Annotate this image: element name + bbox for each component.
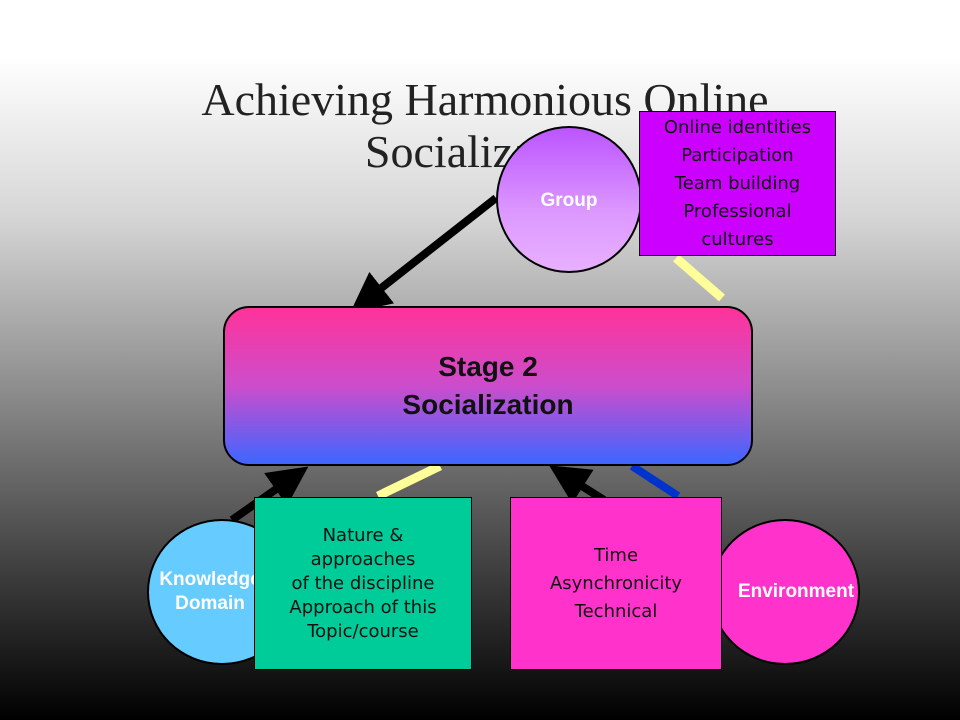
connector-environment-box [629, 462, 681, 500]
environment-label: Environment [737, 581, 855, 602]
stage-2-node: Stage 2 Socialization [223, 306, 753, 466]
group-label: Group [540, 189, 598, 211]
environment-node: Environment [710, 519, 860, 665]
knowledge-label: Knowledge Domain [159, 569, 261, 614]
connector-knowledge-box [376, 461, 442, 501]
stage-line-2: Socialization [402, 389, 574, 420]
arrow-group-to-stage [350, 194, 499, 313]
knowledge-detail-box: Nature & approaches of the discipline Ap… [254, 497, 472, 670]
environment-detail-box: Time Asynchronicity Technical [510, 497, 722, 670]
arrow-environment-to-stage [549, 465, 607, 504]
group-detail-box: Online identities Participation Team bui… [639, 111, 836, 256]
group-node: Group [496, 126, 642, 273]
connector-group-box [673, 254, 725, 302]
stage-line-1: Stage 2 [438, 351, 538, 382]
